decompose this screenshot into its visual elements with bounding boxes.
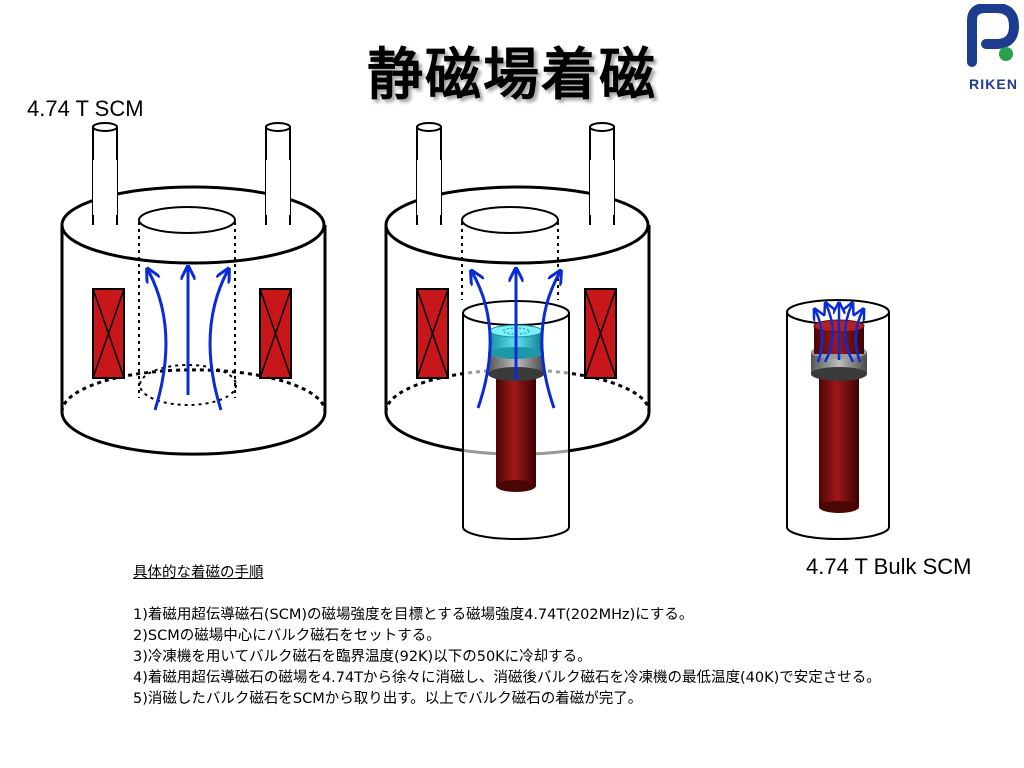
trapped-field-lines <box>815 304 863 363</box>
logo-text: RIKEN <box>969 76 1017 92</box>
procedure-heading: 具体的な着磁の手順 <box>133 565 264 581</box>
cold-rod <box>496 368 536 486</box>
field-lines <box>472 270 560 409</box>
coil-right <box>584 288 617 379</box>
magnetization-diagram <box>60 122 890 540</box>
riken-logo: RIKEN <box>967 4 1020 92</box>
cold-rod <box>819 375 859 507</box>
procedure-step: 2)SCMの磁場中心にバルク磁石をセットする。 <box>133 628 441 644</box>
coil-right <box>259 288 292 379</box>
procedure-list: 具体的な着磁の手順 1)着磁用超伝導磁石(SCM)の磁場強度を目標とする磁場強度… <box>133 563 1013 710</box>
bulk-scm <box>786 299 890 540</box>
scm-label: 4.74 T SCM <box>27 96 144 121</box>
procedure-step: 3)冷凍機を用いてバルク磁石を臨界温度(92K)以下の50Kに冷却する。 <box>133 649 592 665</box>
page-title: 静磁場着磁 <box>367 43 657 108</box>
procedure-step: 1)着磁用超伝導磁石(SCM)の磁場強度を目標とする磁場強度4.74T(202M… <box>133 607 694 623</box>
bulk-scm-label: 4.74 T Bulk SCM <box>806 554 972 579</box>
scm-magnet-1 <box>60 122 327 456</box>
field-lines <box>140 268 228 411</box>
procedure-step: 5)消磁したバルク磁石をSCMから取り出す。以上でバルク磁石の着磁が完了。 <box>133 691 643 707</box>
coil-left <box>92 288 125 379</box>
scm-magnet-2 <box>384 122 651 540</box>
procedure-step: 4)着磁用超伝導磁石の磁場を4.74Tから徐々に消磁し、消磁後バルク磁石を冷凍機… <box>133 670 881 686</box>
coil-left <box>416 288 449 379</box>
